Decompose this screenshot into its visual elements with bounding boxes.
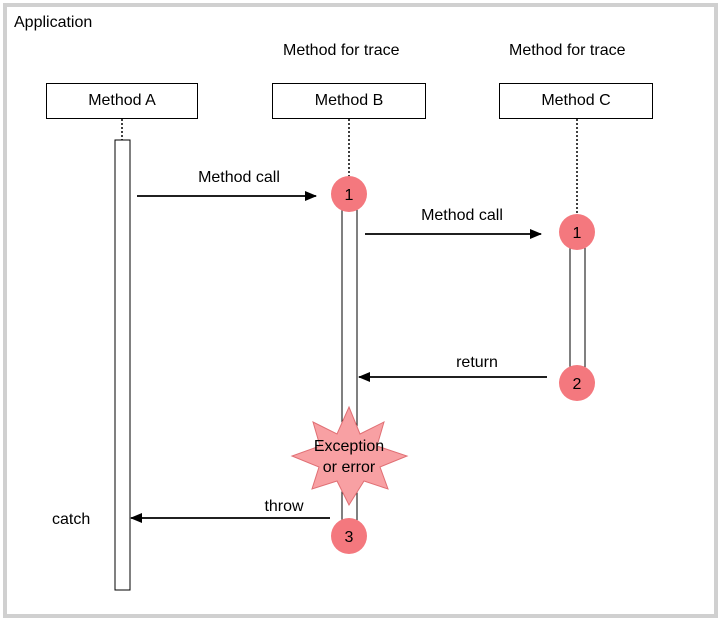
marker-b-throw	[331, 518, 367, 554]
message-label-call-2: Method call	[421, 207, 503, 224]
activation-bar-c	[569, 244, 586, 376]
marker-b-call-label: 1	[345, 187, 354, 204]
catch-label: catch	[52, 511, 90, 528]
lifeline-label-method-a: Method A	[88, 92, 156, 109]
lifeline-box-method-a: Method A	[46, 83, 198, 119]
message-label-throw: throw	[264, 498, 304, 515]
marker-c-return-label: 2	[573, 376, 582, 393]
lifeline-label-method-b: Method B	[314, 92, 384, 109]
marker-c-return	[559, 365, 595, 401]
exception-label-line2: or error	[323, 459, 376, 476]
message-label-call-1: Method call	[198, 169, 280, 186]
message-label-return: return	[456, 354, 498, 371]
activation-bar-a	[114, 139, 131, 591]
marker-c-call-label: 1	[573, 225, 582, 242]
exception-starburst	[290, 405, 409, 507]
trace-label-method-c: Method for trace	[509, 42, 626, 59]
exception-label-line1: Exception	[314, 438, 384, 455]
trace-label-method-b: Method for trace	[283, 42, 400, 59]
lifeline-box-method-c: Method C	[499, 83, 653, 119]
application-frame	[3, 3, 718, 618]
marker-b-call	[331, 176, 367, 212]
marker-b-throw-label: 3	[345, 529, 354, 546]
lifeline-box-method-b: Method B	[272, 83, 426, 119]
frame-label: Application	[14, 14, 93, 31]
lifeline-label-method-c: Method C	[541, 92, 611, 109]
marker-c-call	[559, 214, 595, 250]
